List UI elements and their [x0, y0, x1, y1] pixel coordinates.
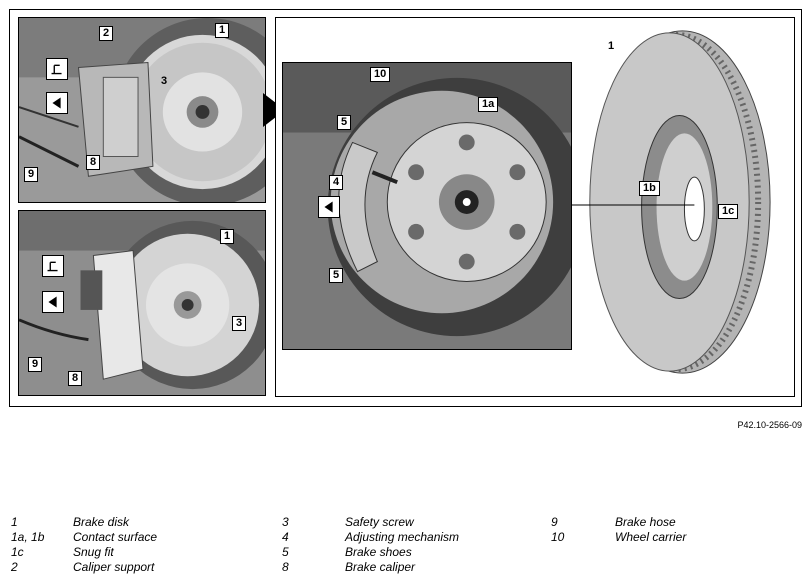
photo-caliper-with-support: [18, 17, 266, 203]
callout-1: 1: [215, 23, 230, 38]
legend-item: 5 Brake shoes: [11, 545, 801, 560]
legend-item-label: Brake shoes: [345, 545, 412, 559]
legend-item-number: 1a, 1b: [11, 530, 45, 544]
legend-item-label: Caliper support: [73, 560, 155, 574]
legend-item: 10 Wheel carrier: [11, 530, 801, 545]
legend-item: 9 Brake hose: [11, 515, 801, 530]
legend-item: 1a, 1b Contact surface: [11, 530, 801, 545]
callout-10: 10: [370, 67, 391, 82]
callout-3: 3: [161, 75, 168, 87]
callout-1a: 1a: [478, 97, 499, 112]
callout-4: 4: [329, 175, 344, 190]
photo-parking-brake-shoes: [282, 62, 572, 350]
legend-item: 1 Brake disk: [11, 515, 801, 530]
callout-5: 5: [337, 115, 352, 130]
disassembly-symbol-icon: [46, 92, 68, 114]
callout-1c: 1c: [718, 204, 739, 219]
legend-item-label: Brake disk: [73, 515, 130, 529]
callout-9: 9: [28, 357, 43, 372]
callout-3: 3: [232, 316, 247, 331]
callout-2: 2: [99, 26, 114, 41]
legend-item: 8 Brake caliper: [11, 560, 801, 575]
disassembly-symbol-icon: [318, 196, 340, 218]
legend-item: 3 Safety screw: [11, 515, 801, 530]
disassembly-symbol-icon: [42, 291, 64, 313]
callout-1: 1: [220, 229, 235, 244]
legend-item-number: 1c: [11, 545, 24, 559]
legend-item-label: Brake hose: [615, 515, 676, 529]
callout-5: 5: [329, 268, 344, 283]
callout-1b: 1b: [639, 181, 660, 196]
legend-item-number: 10: [551, 530, 565, 544]
legend-item-number: 3: [282, 515, 289, 529]
callout-8: 8: [68, 371, 83, 386]
callout-1: 1: [608, 40, 615, 52]
legend-item-label: Contact surface: [73, 530, 158, 544]
torque-wrench-symbol-icon: [42, 255, 64, 277]
legend-item-label: Snug fit: [73, 545, 114, 559]
legend-item-label: Safety screw: [345, 515, 414, 529]
callout-9: 9: [24, 167, 39, 182]
figure-reference-code: P42.10-2566-09: [737, 420, 802, 430]
legend-item: 4 Adjusting mechanism: [11, 530, 801, 545]
legend-item-number: 2: [11, 560, 18, 574]
legend-item: 1c Snug fit: [11, 545, 801, 560]
legend-item-number: 8: [282, 560, 289, 574]
legend-item-label: Brake caliper: [345, 560, 416, 574]
legend-item-label: Adjusting mechanism: [345, 530, 460, 544]
legend-item-number: 4: [282, 530, 289, 544]
callout-8: 8: [86, 155, 101, 170]
legend-item-number: 9: [551, 515, 558, 529]
torque-wrench-symbol-icon: [46, 58, 68, 80]
legend-item: 2 Caliper support: [11, 560, 801, 575]
legend-item-label: Wheel carrier: [615, 530, 687, 544]
legend-item-number: 1: [11, 515, 18, 529]
legend-item-number: 5: [282, 545, 289, 559]
